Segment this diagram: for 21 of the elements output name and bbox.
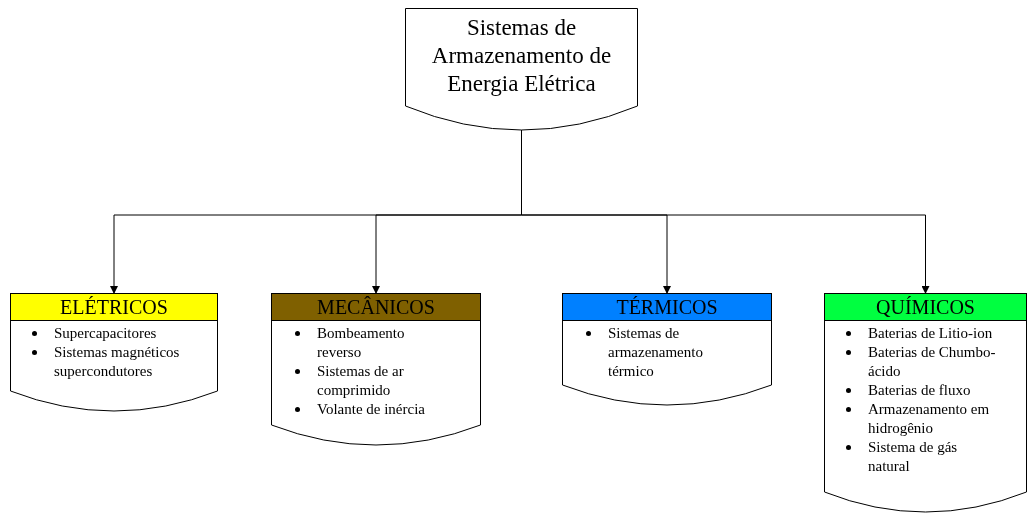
title-text: Sistemas de Armazenamento de Energia Elétrica bbox=[430, 14, 613, 98]
category-card bbox=[10, 293, 218, 411]
bullet-item: Baterias de fluxo bbox=[868, 382, 971, 398]
bullet-item: Sistema de gás natural bbox=[868, 439, 958, 474]
title-card bbox=[405, 8, 638, 130]
category-header: ELÉTRICOS bbox=[10, 293, 218, 321]
category-card bbox=[824, 293, 1027, 512]
category-card bbox=[271, 293, 481, 445]
category-card bbox=[562, 293, 772, 405]
category-header: TÉRMICOS bbox=[562, 293, 772, 321]
bullet-item: Armazenamento em hidrogênio bbox=[868, 401, 990, 436]
bullet-item: Baterias de Chumbo-ácido bbox=[868, 344, 996, 379]
category-header: MECÂNICOS bbox=[271, 293, 481, 321]
bullet-item: Sistemas de ar comprimido bbox=[317, 363, 404, 398]
category-header: QUÍMICOS bbox=[824, 293, 1027, 321]
bullet-item: Volante de inércia bbox=[317, 401, 425, 417]
bullet-item: Sistemas de armazenamento térmico bbox=[608, 325, 703, 379]
bullet-item: Supercapacitores bbox=[54, 325, 157, 341]
bullet-item: Bombeamento reverso bbox=[317, 325, 405, 360]
bullet-item: Sistemas magnéticos supercondutores bbox=[54, 344, 180, 379]
bullet-item: Baterias de Litio-ion bbox=[868, 325, 993, 341]
